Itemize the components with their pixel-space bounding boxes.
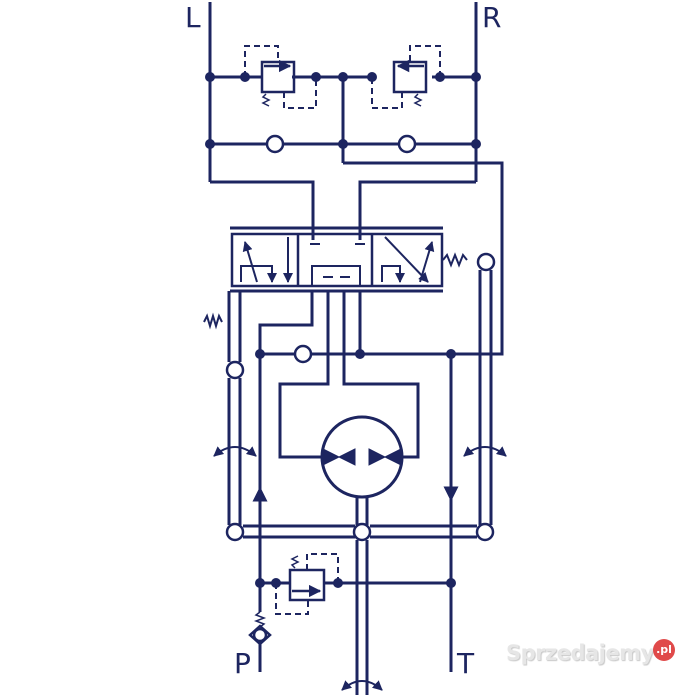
anticavitation-check-right bbox=[397, 134, 417, 154]
port-label-T: T bbox=[457, 647, 475, 680]
anticavitation-check-left bbox=[265, 134, 285, 154]
shock-valve-right bbox=[371, 45, 441, 109]
main-relief-valve bbox=[275, 553, 339, 615]
metering-unit bbox=[320, 415, 404, 525]
port-label-R: R bbox=[482, 1, 502, 34]
directional-valve bbox=[230, 226, 496, 293]
port-label-P: P bbox=[234, 647, 251, 680]
inlet-check-valve bbox=[248, 624, 272, 646]
shock-valve-left bbox=[244, 45, 317, 109]
watermark-badge: .pl bbox=[653, 639, 675, 661]
pump-check-valve bbox=[293, 344, 313, 364]
port-label-L: L bbox=[185, 1, 201, 34]
watermark-text: Sprzedajemy bbox=[506, 641, 654, 665]
